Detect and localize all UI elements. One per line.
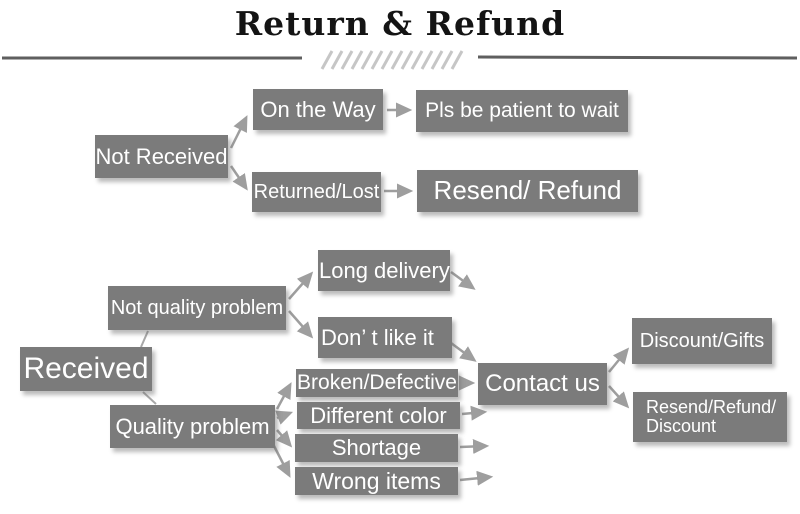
node-resend-refund: Resend/ Refund	[417, 170, 638, 212]
node-resend-refund-discount-line2: Discount	[646, 416, 717, 436]
node-resend-refund-discount: Resend/Refund/ Discount	[633, 392, 787, 442]
node-long-delivery: Long delivery	[318, 250, 450, 291]
node-shortage: Shortage	[295, 434, 458, 462]
node-broken-defective: Broken/Defective	[296, 369, 458, 397]
node-on-the-way: On the Way	[253, 89, 383, 130]
page-title: Return & Refund	[234, 4, 566, 43]
node-different-color: Different color	[297, 402, 460, 429]
node-quality-problem: Quality problem	[110, 405, 275, 448]
node-dont-like-it: Don’ t like it	[318, 317, 452, 358]
hatch-decoration	[320, 50, 464, 70]
node-not-quality-problem: Not quality problem	[108, 286, 286, 330]
node-contact-us: Contact us	[478, 363, 607, 405]
node-resend-refund-discount-line1: Resend/Refund/	[646, 397, 777, 418]
header-rule	[2, 55, 798, 60]
node-wrong-items: Wrong items	[295, 467, 458, 495]
node-discount-gifts: Discount/Gifts	[632, 318, 772, 364]
node-received: Received	[20, 347, 152, 391]
connector-arrows	[229, 102, 630, 486]
node-returned-lost: Returned/Lost	[252, 172, 381, 212]
node-pls-be-patient: Pls be patient to wait	[416, 90, 628, 132]
node-not-received: Not Received	[95, 135, 228, 178]
connector-lines	[140, 330, 157, 405]
